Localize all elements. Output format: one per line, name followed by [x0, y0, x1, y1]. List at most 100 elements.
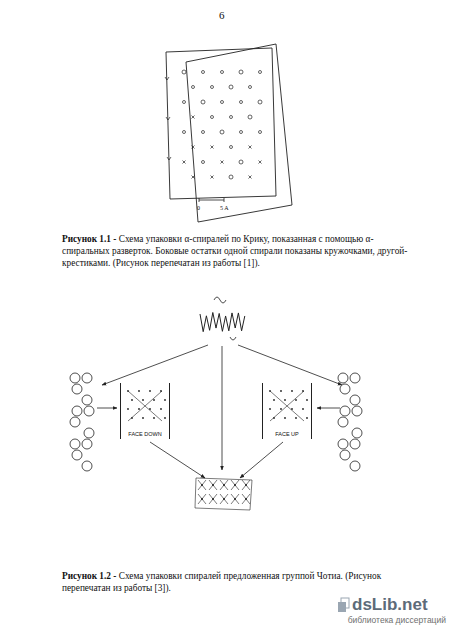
scale-value: 0	[197, 205, 200, 211]
residue-dot	[127, 390, 129, 392]
box-label: FACE UP	[274, 431, 300, 437]
residue-dot	[149, 390, 151, 392]
view-box: FACE DOWN	[120, 383, 170, 439]
residue-dot	[212, 484, 214, 486]
figure-number: Рисунок 1.2 -	[62, 571, 116, 581]
residue-circle	[229, 175, 233, 179]
residue-circle	[211, 116, 214, 119]
side-chain-circle	[84, 406, 94, 416]
helix-tail	[214, 297, 236, 340]
residue-cross	[221, 161, 224, 164]
residue-dot	[273, 399, 275, 401]
side-chain-circle	[72, 406, 82, 416]
side-chain-circle	[338, 417, 348, 427]
residue-dot	[164, 417, 166, 419]
side-chain-circle	[338, 439, 348, 449]
residue-dot	[295, 417, 297, 419]
residue-dot	[201, 484, 203, 486]
arrow	[317, 408, 340, 409]
residue-dot	[149, 408, 151, 410]
packed-helices	[231, 494, 239, 504]
arrow	[102, 345, 208, 385]
residue-dot	[153, 417, 155, 419]
residue-dot	[223, 484, 225, 486]
side-chain-circle	[338, 373, 348, 383]
residue-dot	[142, 417, 144, 419]
residue-dot	[142, 399, 144, 401]
residue-circle	[183, 131, 186, 134]
residue-dot	[269, 408, 271, 410]
side-chain-circle	[84, 428, 94, 438]
side-chain-circle	[352, 428, 362, 438]
residue-dot	[245, 484, 247, 486]
side-chain-circle	[350, 461, 360, 471]
side-chain-circle	[350, 395, 360, 405]
side-chain-circle	[340, 384, 350, 394]
residue-cross	[249, 176, 252, 179]
side-chain-circle	[70, 373, 80, 383]
direction-tick	[167, 157, 171, 160]
figure-number: Рисунок 1.1 -	[62, 234, 116, 244]
residue-dot	[234, 484, 236, 486]
scale-value: 5 A	[220, 205, 229, 211]
packed-helices	[195, 478, 252, 510]
residue-circle	[192, 86, 195, 89]
residue-cross	[192, 116, 195, 119]
packed-helices	[198, 494, 206, 504]
helical-net-figure	[165, 44, 292, 222]
residue-dot	[302, 390, 304, 392]
packed-helices	[220, 480, 228, 490]
residue-dot	[212, 498, 214, 500]
residue-cross	[192, 146, 195, 149]
packed-helices	[242, 494, 250, 504]
residue-circle	[211, 86, 214, 89]
residue-circle	[183, 101, 186, 104]
residue-circle	[248, 115, 252, 119]
ridge-line	[270, 391, 304, 421]
residue-circle	[221, 101, 224, 104]
residue-dot	[131, 417, 133, 419]
alpha-helix	[200, 312, 245, 331]
residue-dot	[273, 417, 275, 419]
residue-circle	[202, 161, 205, 164]
residue-circle	[239, 70, 243, 74]
arrow	[222, 346, 223, 470]
residue-circle	[182, 70, 186, 74]
chothia-figure	[70, 297, 362, 510]
residue-dot	[127, 408, 129, 410]
packed-helices	[198, 480, 206, 490]
side-chain-circle	[340, 406, 350, 416]
figure-caption: Рисунок 1.2 - Схема упаковки спиралей пр…	[62, 570, 414, 594]
net-outline	[166, 48, 276, 199]
residue-circle	[239, 160, 243, 164]
side-chain-circle	[70, 439, 80, 449]
watermark: библиотека диссертаций	[348, 616, 446, 625]
residue-circle	[201, 100, 205, 104]
net-outline	[186, 44, 292, 222]
residue-dot	[280, 390, 282, 392]
figure-caption: Рисунок 1.1 - Схема упаковки α-спиралей …	[62, 233, 414, 269]
side-chain-circle	[82, 461, 92, 471]
residue-dot	[295, 399, 297, 401]
residue-circle	[259, 71, 262, 74]
side-chain-circle	[70, 417, 80, 427]
residue-dot	[201, 498, 203, 500]
packed-helices	[209, 494, 217, 504]
side-chain-circle	[350, 373, 360, 383]
side-chain-circle	[82, 373, 92, 383]
residue-dot	[153, 399, 155, 401]
watermark: dsLib.net	[352, 596, 428, 613]
residue-dot	[164, 399, 166, 401]
residue-cross	[183, 161, 186, 164]
box-label: FACE DOWN	[127, 431, 162, 437]
side-chain-circle	[82, 439, 92, 449]
watermark-logo	[338, 598, 349, 612]
residue-circle	[240, 101, 243, 104]
residue-circle	[220, 130, 224, 134]
residue-circle	[258, 100, 262, 104]
residue-cross	[259, 161, 262, 164]
residue-dot	[223, 498, 225, 500]
residue-dot	[306, 417, 308, 419]
